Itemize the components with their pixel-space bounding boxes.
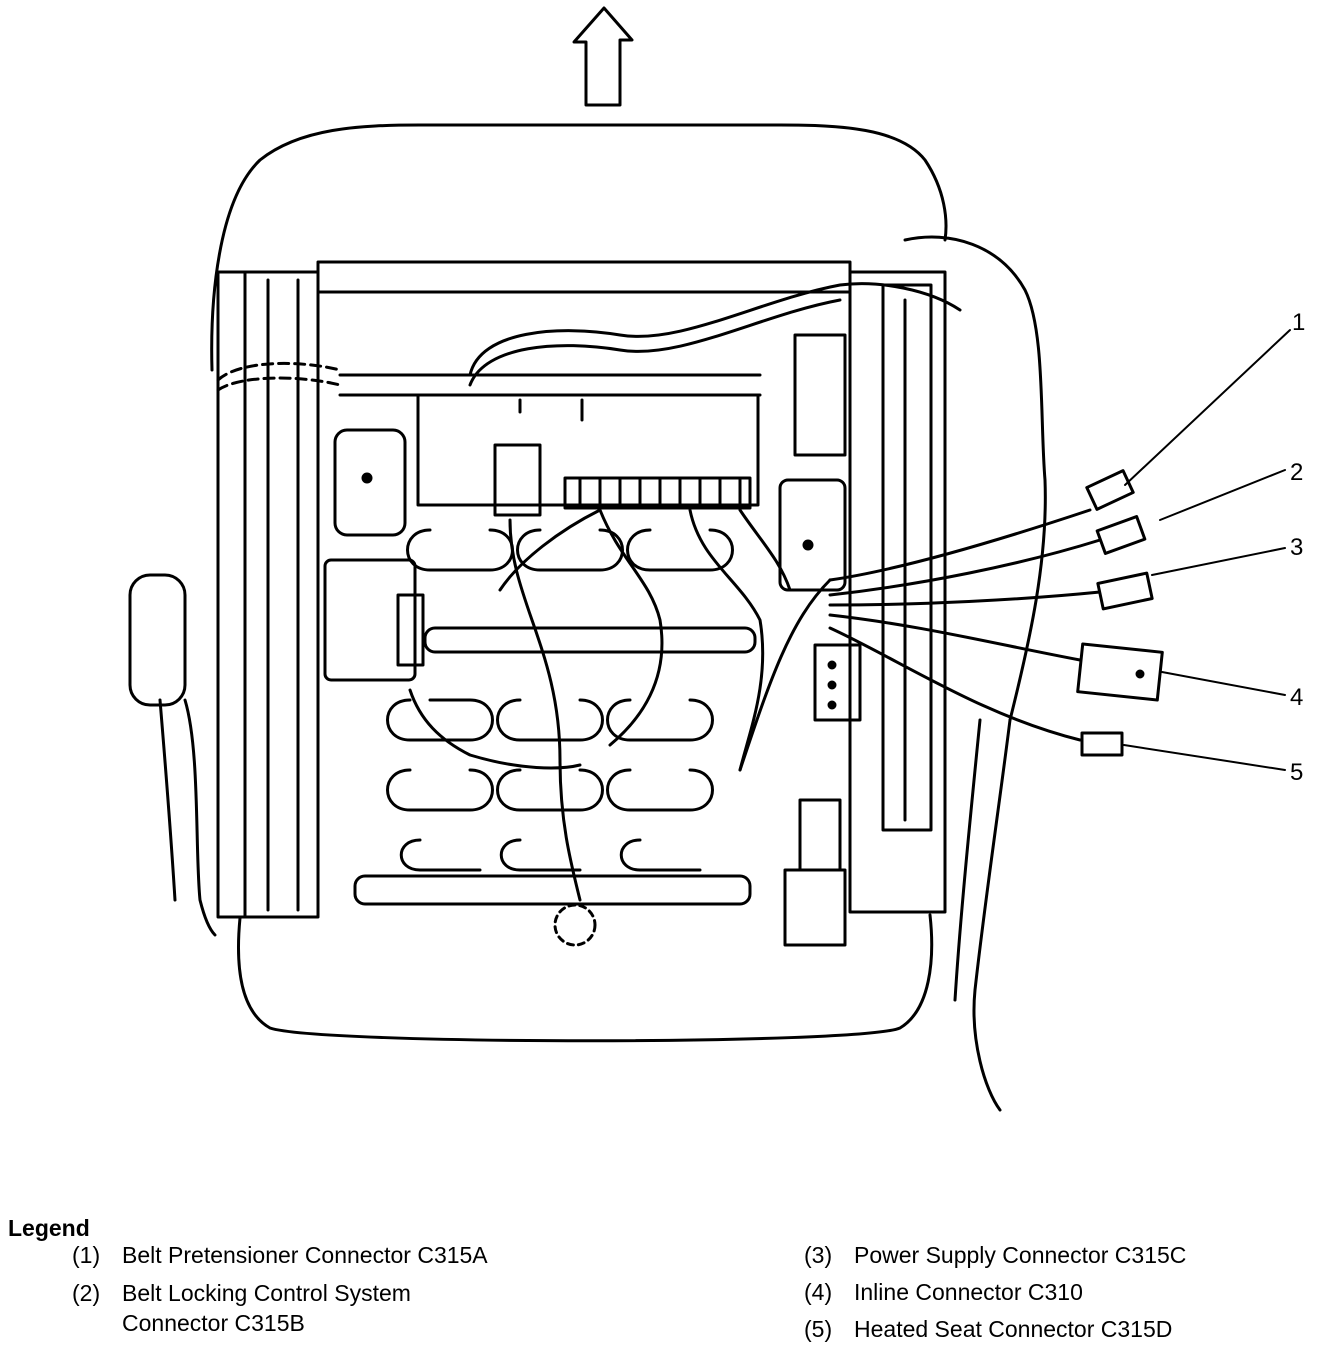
harness-branch [828, 626, 1082, 742]
callout-4: 4 [1290, 684, 1303, 711]
legend: Legend (1) Belt Pretensioner Connector C3… [0, 1205, 1328, 1350]
seat-spring [406, 528, 734, 572]
harness-branch [828, 538, 1102, 597]
front-cross-bar [353, 874, 752, 906]
connector-c315b [1095, 515, 1147, 555]
legend-item-text: Connector C315B [122, 1310, 305, 1336]
legend-item-3: (3) Power Supply Connector C315C [804, 1240, 1186, 1270]
callout-leader-4 [1161, 671, 1286, 696]
callout-5: 5 [1290, 759, 1303, 786]
callout-3: 3 [1290, 534, 1303, 561]
callout-1: 1 [1292, 309, 1305, 336]
middle-cross-bar [423, 626, 757, 654]
legend-item-text: Belt Locking Control System [122, 1280, 411, 1306]
adjuster-motor [778, 478, 847, 592]
harness-branch [828, 613, 1082, 662]
callout-leader-1 [1124, 329, 1291, 486]
legend-item-number: (1) [72, 1242, 101, 1268]
rear-harness [468, 282, 962, 377]
connector-c315a [1085, 469, 1135, 511]
seat-control-module [416, 393, 760, 507]
legend-item-number: (4) [804, 1279, 833, 1305]
seat-front-bolster [237, 913, 934, 1043]
legend-item-number: (2) [72, 1280, 101, 1306]
harness-branch [828, 590, 1102, 607]
connector-c310 [1076, 642, 1164, 702]
seat-spring [399, 838, 702, 872]
legend-item-text: Belt Pretensioner Connector C315A [122, 1242, 488, 1268]
callout-leader-5 [1123, 744, 1286, 771]
harness-branch [828, 508, 1092, 582]
seat-wiring-diagram: 1 2 3 4 5 [128, 6, 1305, 1112]
callout-leader-3 [1151, 547, 1286, 576]
legend-title: Legend [8, 1215, 90, 1241]
connector-c315c [1096, 571, 1154, 611]
callout-2: 2 [1290, 459, 1303, 486]
forward-arrow-icon [572, 6, 634, 107]
connector-bracket [813, 643, 862, 722]
legend-item-5: (5) Heated Seat Connector C315D [804, 1314, 1172, 1344]
legend-item-number: (5) [804, 1316, 833, 1342]
left-frame-rail [216, 270, 320, 919]
connector-c315d [1080, 731, 1124, 757]
lower-motor [783, 868, 847, 947]
legend-item-4: (4) Inline Connector C310 [804, 1277, 1083, 1307]
seat-cushion-outline [210, 123, 1047, 722]
wiring-harness [508, 518, 582, 902]
rear-frame [316, 260, 852, 294]
legend-item-text: Power Supply Connector C315C [854, 1242, 1187, 1268]
left-side-harness [128, 573, 187, 707]
seat-spring [386, 698, 714, 742]
hidden-harness [216, 361, 342, 392]
legend-item-number: (3) [804, 1242, 833, 1268]
side-trim-flap [953, 718, 1012, 1112]
callout-leader-2 [1159, 469, 1286, 521]
hidden-fastener [553, 903, 597, 947]
legend-item-text: Inline Connector C310 [854, 1279, 1083, 1305]
seat-spring [386, 768, 714, 812]
legend-item-text: Heated Seat Connector C315D [854, 1316, 1173, 1342]
legend-item-1: (1) Belt Pretensioner Connector C315A [72, 1240, 488, 1270]
